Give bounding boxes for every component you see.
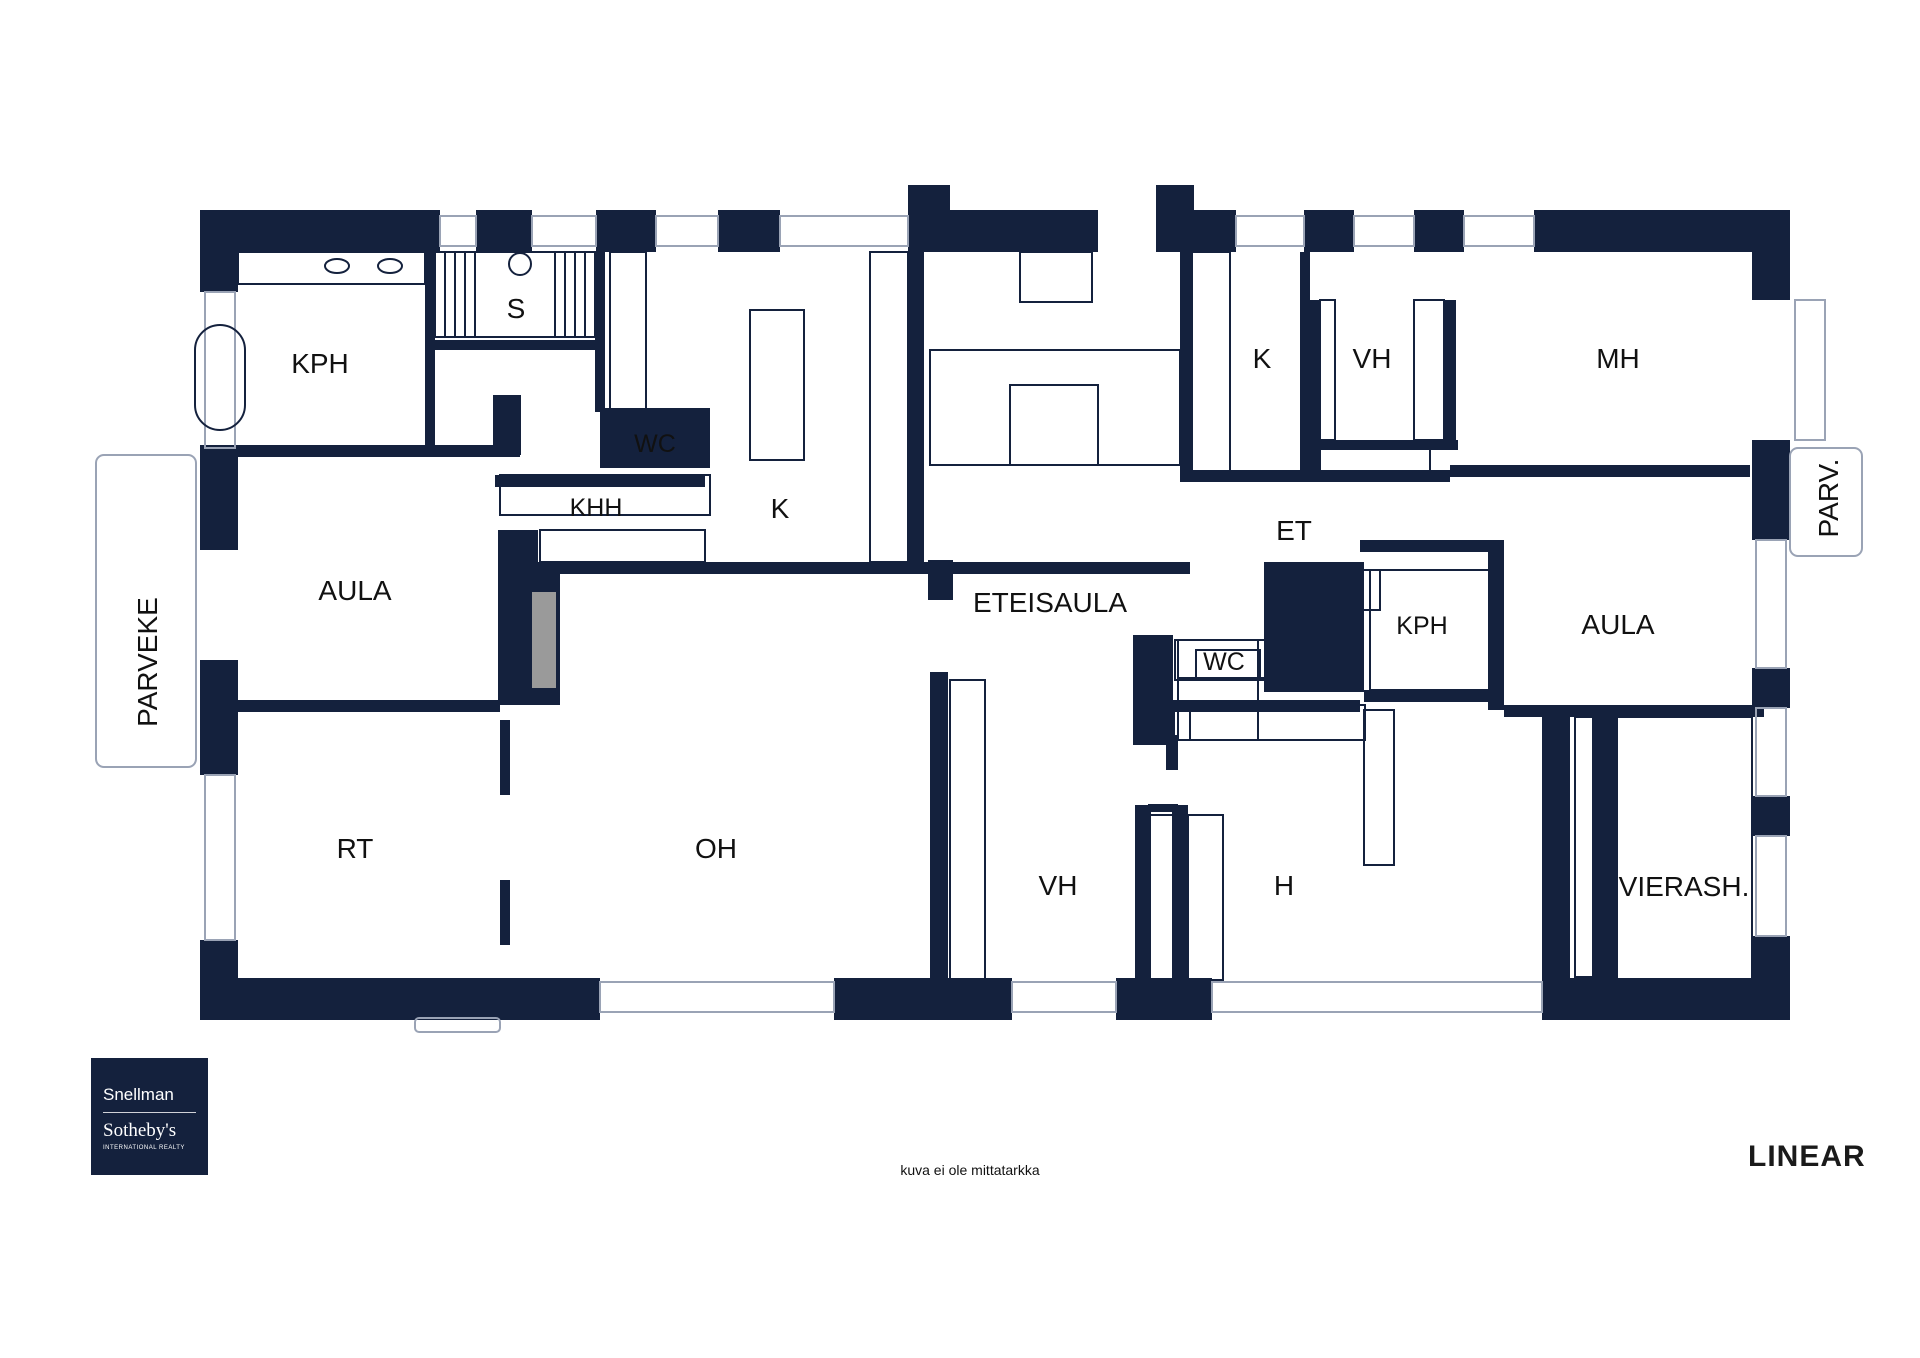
room-label-wc-left: WC [634,430,676,458]
logo-line-2: Sotheby's [103,1120,177,1141]
room-label-vh-center: VH [1039,870,1078,901]
snellman-sothebys-logo: Snellman Sotheby's INTERNATIONAL REALTY [91,1058,208,1175]
fireplace [532,592,556,688]
room-label-kph-left: KPH [291,348,349,379]
room-label-eteisaula: ETEISAULA [973,587,1127,618]
fixtures [194,251,1753,1008]
room-label-aula-left: AULA [318,575,391,606]
room-label-vh-top: VH [1353,343,1392,374]
room-label-sauna: S [507,293,526,324]
room-label-khh: KHH [570,494,623,522]
logo-line-3: INTERNATIONAL REALTY [103,1145,185,1151]
room-label-wc-right: WC [1203,648,1245,676]
room-label-oh: OH [695,833,737,864]
linear-brand: LINEAR [1748,1140,1866,1173]
room-label-kitchen-small: K [1253,343,1272,374]
room-label-mh: MH [1596,343,1640,374]
room-label-rt: RT [337,833,374,864]
room-label-et: ET [1276,515,1312,546]
logo-divider [103,1112,196,1113]
windows [204,215,1826,1013]
room-label-parveke: PARVEKE [132,597,163,727]
room-label-kph-right: KPH [1396,612,1447,640]
room-label-aula-right: AULA [1581,609,1654,640]
disclaimer-note: kuva ei ole mittatarkka [900,1162,1040,1178]
room-labels: KPH S WC KHH K AULA PARVEKE RT OH ETEISA… [132,293,1844,902]
logo-line-1: Snellman [103,1085,174,1104]
room-label-h: H [1274,870,1294,901]
balconies [95,447,1863,1033]
room-label-kitchen-main: K [771,493,790,524]
room-label-vierash: VIERASH. [1619,871,1750,902]
room-label-parv: PARV. [1813,459,1844,538]
